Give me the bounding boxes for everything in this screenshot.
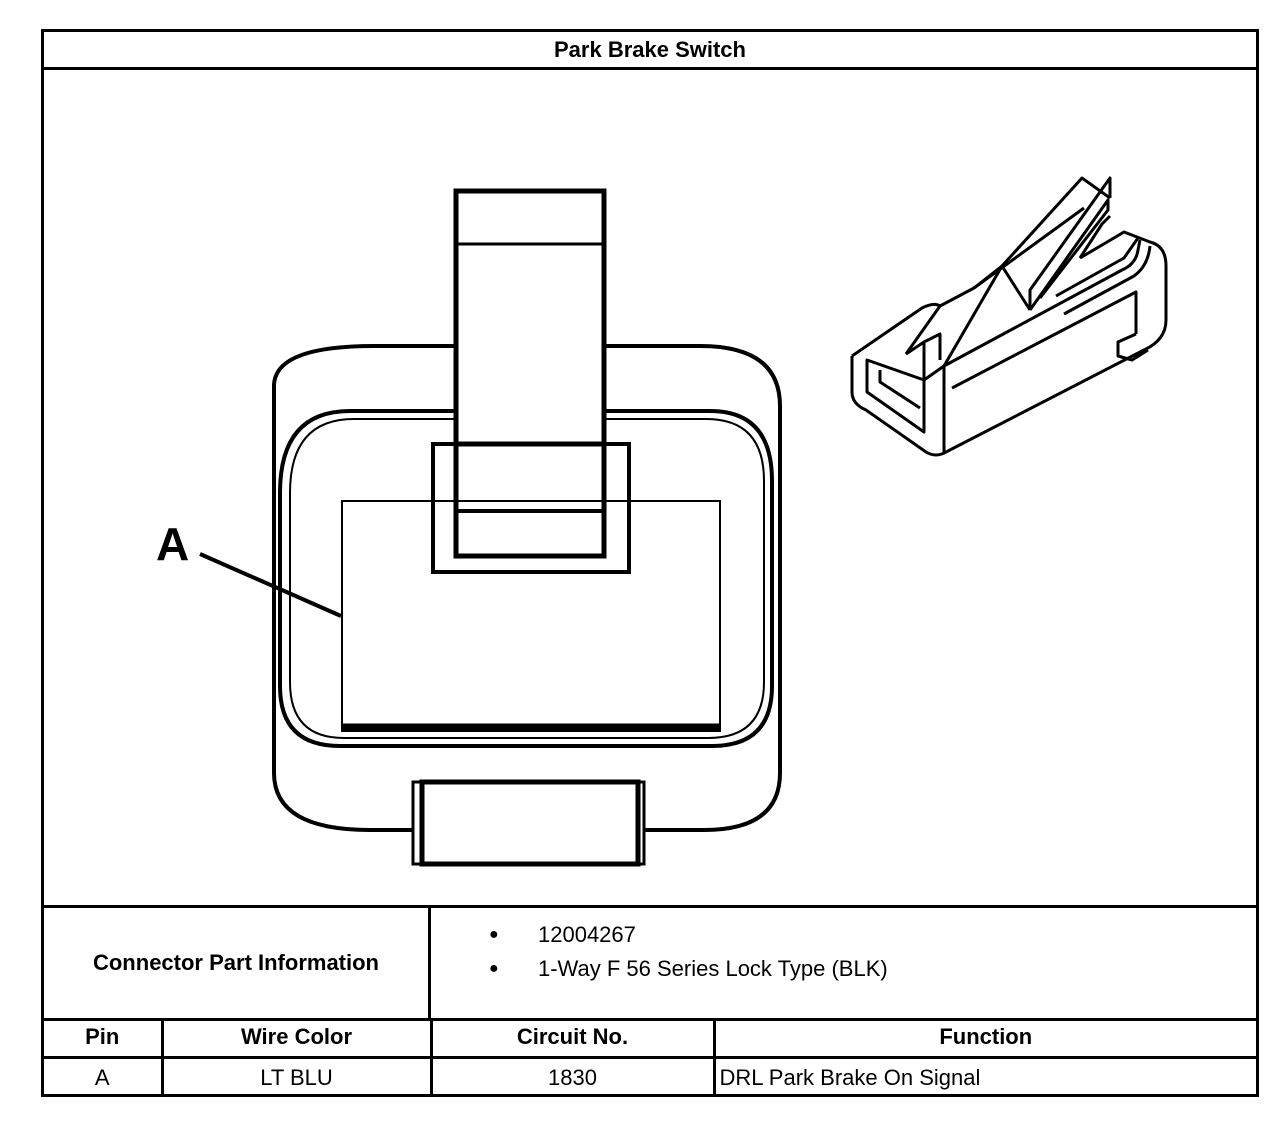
connector-part-info-label: Connector Part Information <box>44 908 431 1018</box>
function-cell: DRL Park Brake On Signal <box>712 1056 1256 1097</box>
connector-type: 1-Way F 56 Series Lock Type (BLK) <box>538 956 888 981</box>
wire-color-header: Wire Color <box>160 1018 433 1059</box>
pin-table: Pin Wire Color Circuit No. Function A LT… <box>44 1018 1256 1097</box>
pin-cell: A <box>44 1056 164 1097</box>
table-row: A LT BLU 1830 DRL Park Brake On Signal <box>44 1056 1256 1097</box>
pin-a-callout: A <box>156 518 189 570</box>
part-number: 12004267 <box>538 922 636 947</box>
part-number-item: ● 12004267 <box>431 918 1256 952</box>
connector-face-view: A <box>156 176 1168 867</box>
pin-header: Pin <box>44 1018 164 1059</box>
bullet-icon: ● <box>489 926 499 943</box>
circuit-cell: 1830 <box>429 1056 716 1097</box>
connector-sheet: Park Brake Switch <box>41 29 1259 1097</box>
page-title: Park Brake Switch <box>44 32 1256 70</box>
connector-part-info: Connector Part Information ● 12004267 ● … <box>44 905 1256 1021</box>
function-header: Function <box>712 1018 1256 1059</box>
bullet-icon: ● <box>489 960 499 977</box>
connector-part-info-list: ● 12004267 ● 1-Way F 56 Series Lock Type… <box>431 908 1256 1018</box>
connector-isometric-view <box>850 176 1168 457</box>
connector-type-item: ● 1-Way F 56 Series Lock Type (BLK) <box>431 952 1256 986</box>
pin-table-header: Pin Wire Color Circuit No. Function <box>44 1018 1256 1059</box>
connector-drawing: A <box>44 70 1256 905</box>
wire-color-cell: LT BLU <box>160 1056 433 1097</box>
circuit-header: Circuit No. <box>429 1018 716 1059</box>
